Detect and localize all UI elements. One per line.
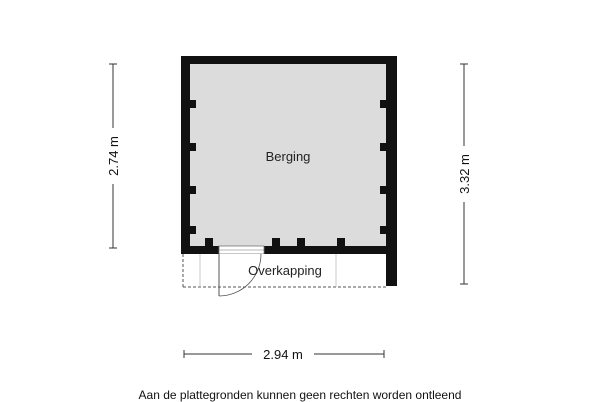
dimension-bottom: 2.94 m [183,344,385,364]
wall-bottom-right [264,246,386,254]
dimension-bottom-label: 2.94 m [263,347,303,362]
canopy-label: Overkapping [248,263,322,278]
dimension-left: 2.74 m [104,63,122,249]
dimension-right-label: 3.32 m [457,154,472,194]
door-frame [218,245,265,255]
storage-floor [190,64,386,246]
wall-left [181,56,190,254]
wall-bottom-left [181,246,219,254]
disclaimer-text: Aan de plattegronden kunnen geen rechten… [138,388,462,402]
storage-label: Berging [266,149,311,164]
canopy-area [181,254,386,288]
dimension-right: 3.32 m [455,63,473,285]
dimension-left-label: 2.74 m [106,136,121,176]
wall-top [181,56,397,64]
door-swing [218,253,262,297]
wall-right [386,56,397,286]
wall-posts [190,100,386,246]
